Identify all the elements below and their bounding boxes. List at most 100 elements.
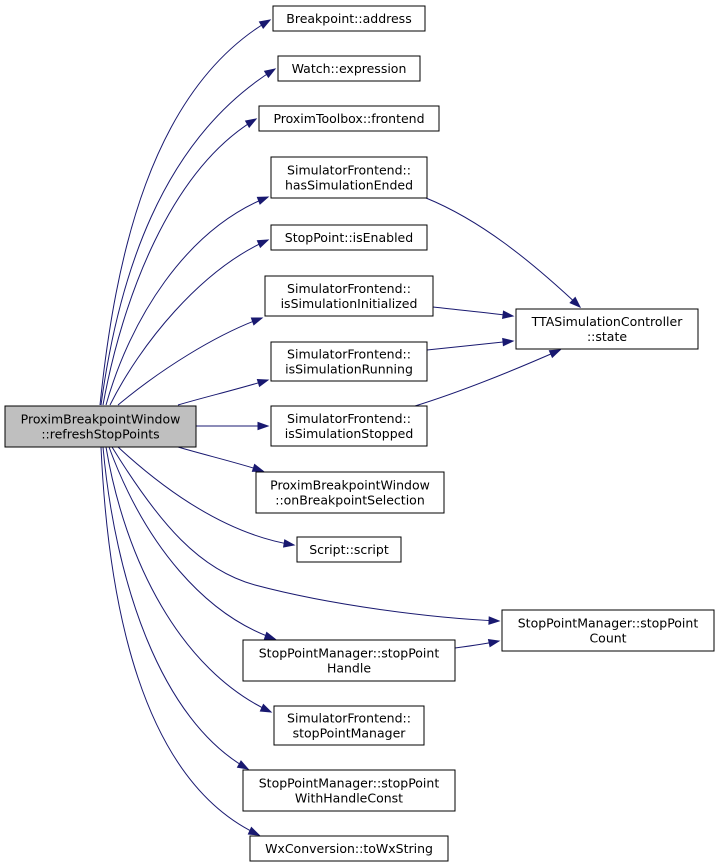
edge-arrowhead [257,421,270,431]
edge-line [426,340,514,351]
node-label: StopPoint::isEnabled [285,230,413,245]
node-sf_is_running[interactable]: SimulatorFrontend::isSimulationRunning [270,341,428,382]
edge-line [99,19,271,406]
edge-root-to-toolbox_frontend [102,118,258,406]
node-sp_is_enabled[interactable]: StopPoint::isEnabled [270,224,428,251]
edge-line [177,446,264,472]
node-label: StopPointManager::stopPoint [259,646,440,661]
node-label: ::refreshStopPoints [41,427,159,442]
edge-arrowhead [251,463,265,472]
node-label: ProximBreakpointWindow [270,478,430,493]
node-sf_is_stopped[interactable]: SimulatorFrontend::isSimulationStopped [270,405,428,447]
edge-arrowhead [263,631,277,640]
edge-arrowhead [250,317,264,326]
edge-root-to-spm_count [111,446,501,625]
node-label: isSimulationRunning [285,362,413,377]
node-box [270,224,428,251]
node-label: StopPointManager::stopPoint [259,776,440,791]
node-box [258,105,440,132]
edge-arrowhead [236,760,250,770]
node-box [296,536,402,563]
edge-arrowhead [502,337,515,347]
node-label: WxConversion::toWxString [265,841,433,856]
node-sf_has_ended[interactable]: SimulatorFrontend::hasSimulationEnded [270,156,428,199]
edge-root-to-sf_is_stopped [196,421,270,431]
node-box [270,156,428,199]
edge-root-to-spm_handle [108,446,277,640]
edge-arrowhead [256,239,270,249]
node-root[interactable]: ProximBreakpointWindow::refreshStopPoint… [4,405,197,448]
node-wx_to_wx_string[interactable]: WxConversion::toWxString [249,835,449,862]
edge-sf_is_running-to-tta_state [426,337,515,351]
node-tta_state[interactable]: TTASimulationController::state [515,308,699,350]
edge-line [105,446,272,713]
node-label: Watch::expression [292,61,407,76]
node-spm_with_handle_const[interactable]: StopPointManager::stopPointWithHandleCon… [242,769,456,812]
node-watch_expression[interactable]: Watch::expression [277,55,421,82]
edge-line [100,446,260,836]
node-label: Script::script [309,542,389,557]
edge-arrowhead [488,616,501,625]
node-box [273,705,425,746]
edge-sf_has_ended-to-tta_state [425,197,582,309]
edge-line [102,118,257,406]
edge-arrowhead [487,639,501,648]
edge-arrowhead [569,296,582,309]
edge-line [105,196,269,406]
node-label: Handle [327,661,371,676]
edge-root-to-watch_expression [100,68,277,406]
node-label: stopPointManager [293,726,407,741]
edge-line [414,349,561,407]
edge-line [117,317,263,406]
edges-layer [99,19,582,836]
node-label: SimulatorFrontend:: [287,163,411,178]
edge-root-to-wx_to_wx_string [100,446,261,836]
edge-root-to-bp_address [99,19,272,406]
edge-sf_is_initialized-to-tta_state [432,306,515,319]
edge-line [177,379,269,406]
node-label: SimulatorFrontend:: [287,411,411,426]
node-label: isSimulationStopped [285,426,414,441]
node-pbw_on_selection[interactable]: ProximBreakpointWindow::onBreakpointSele… [255,471,445,514]
node-label: hasSimulationEnded [285,178,413,193]
edge-arrowhead [256,378,270,388]
node-sf_is_initialized[interactable]: SimulatorFrontend::isSimulationInitializ… [264,275,434,317]
node-label: ProximToolbox::frontend [273,111,424,126]
edge-root-to-script_script [117,446,296,548]
edge-line [111,446,500,622]
node-box [255,471,445,514]
node-label: Count [589,631,626,646]
node-box [270,341,428,382]
node-box [242,639,456,682]
edge-line [432,306,514,317]
node-label: SimulatorFrontend:: [287,281,411,296]
node-label: isSimulationInitialized [281,296,418,311]
edge-root-to-sf_is_initialized [117,317,264,406]
edge-root-to-sf_spm [105,446,273,713]
edge-line [425,197,581,308]
edge-arrowhead [258,19,272,29]
node-bp_address[interactable]: Breakpoint::address [272,5,426,32]
node-box [242,769,456,812]
node-sf_spm[interactable]: SimulatorFrontend::stopPointManager [273,705,425,746]
edge-arrowhead [244,118,258,129]
node-label: WithHandleConst [295,791,403,806]
node-script_script[interactable]: Script::script [296,536,402,563]
node-box [277,55,421,82]
node-label: ProximBreakpointWindow [21,412,181,427]
node-box [249,835,449,862]
node-toolbox_frontend[interactable]: ProximToolbox::frontend [258,105,440,132]
edge-arrowhead [247,826,261,836]
edge-spm_handle-to-spm_count [454,639,501,649]
node-box [272,5,426,32]
node-box [501,609,715,652]
edge-root-to-sp_is_enabled [109,239,270,406]
node-label: SimulatorFrontend:: [287,711,411,726]
edge-root-to-pbw_on_selection [177,446,265,472]
node-label: ::state [587,329,627,344]
edge-arrowhead [259,703,273,713]
edge-arrowhead [502,310,515,319]
